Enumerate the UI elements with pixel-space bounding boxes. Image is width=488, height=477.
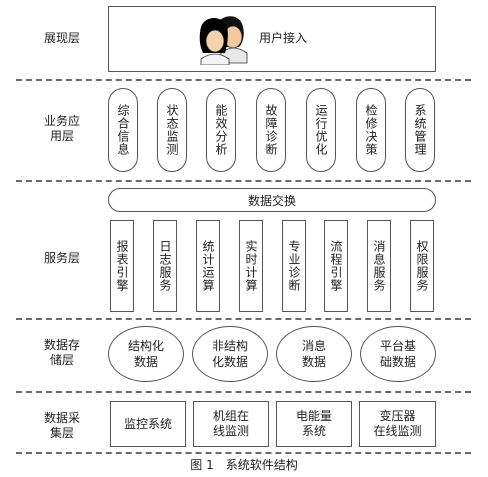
storage-4: 平台基 础数据 — [360, 326, 436, 382]
service-2: 日志服务 — [153, 220, 177, 312]
business-app-7: 系统管理 — [405, 88, 435, 172]
users-icon — [199, 16, 248, 65]
service-5: 专业诊断 — [282, 220, 306, 312]
business-app-4: 故障诊断 — [256, 88, 286, 172]
collection-2: 机组在 线监测 — [193, 401, 269, 447]
service-1: 报表引擎 — [110, 220, 134, 312]
collection-4: 变压器 在线监测 — [359, 401, 436, 447]
figure-caption: 图 1 系统软件结构 — [190, 458, 298, 472]
separator-4 — [16, 391, 471, 393]
service-7: 消息服务 — [367, 220, 391, 312]
layer-label-collection: 数据采 集层 — [43, 411, 80, 440]
layer-label-presentation: 展现层 — [43, 30, 80, 45]
data-exchange-label: 数据交换 — [247, 193, 296, 208]
business-app-2: 状态监测 — [157, 88, 187, 172]
layer-label-business: 业务应 用层 — [43, 114, 80, 143]
separator-2 — [16, 180, 471, 182]
service-6: 流程引擎 — [324, 220, 348, 312]
service-4: 实时计算 — [239, 220, 263, 312]
service-8: 权限服务 — [410, 220, 434, 312]
user-access-label: 用户接入 — [259, 31, 308, 45]
separator-1 — [16, 79, 471, 81]
separator-5 — [16, 452, 471, 454]
collection-3: 电能量 系统 — [276, 401, 352, 447]
separator-3 — [16, 318, 471, 320]
business-app-3: 能效分析 — [206, 88, 236, 172]
layer-label-service: 服务层 — [43, 250, 80, 265]
data-exchange-bar: 数据交换 — [108, 188, 436, 212]
service-3: 统计运算 — [196, 220, 220, 312]
storage-3: 消息 数据 — [276, 326, 352, 382]
business-app-6: 检修决策 — [356, 88, 386, 172]
business-app-1: 综合信息 — [108, 88, 138, 172]
collection-1: 监控系统 — [110, 401, 186, 447]
layer-label-storage: 数据存 储层 — [43, 338, 80, 367]
presentation-box: 用户接入 — [108, 6, 436, 72]
business-app-5: 运行优化 — [306, 88, 336, 172]
storage-2: 非结构 化数据 — [192, 326, 268, 382]
storage-1: 结构化 数据 — [108, 326, 184, 382]
